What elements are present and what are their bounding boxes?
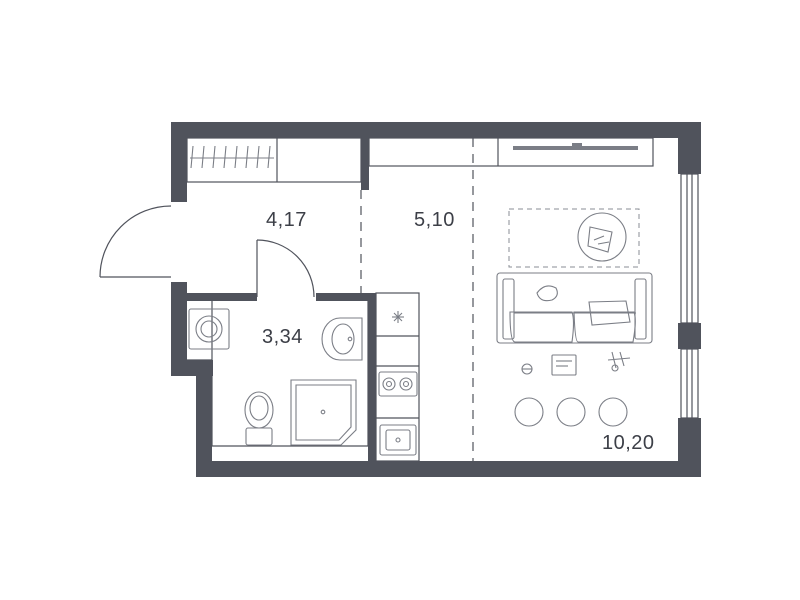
- living-area-label: 10,20: [602, 432, 655, 454]
- table-items: [521, 351, 631, 376]
- kitchen-upper-cabinets: [368, 137, 654, 167]
- washing-machine-icon: [188, 308, 230, 350]
- stools: [514, 397, 628, 427]
- coffee-table-icon: [577, 212, 627, 262]
- bathroom-door: [256, 239, 315, 298]
- toilet-icon: [244, 391, 274, 446]
- kitchen-counter: [375, 292, 420, 462]
- sink-icon: [379, 424, 417, 456]
- kitchen-area-label: 5,10: [414, 209, 455, 231]
- bathroom-area-label: 3,34: [262, 326, 303, 348]
- rug: [508, 208, 640, 268]
- fan-icon: [392, 311, 404, 323]
- stove-icon: [378, 371, 418, 397]
- zone-dividers: [360, 138, 474, 461]
- sofa-icon: [496, 272, 653, 344]
- outer-walls: [171, 122, 701, 477]
- bathroom-sink-icon: [321, 317, 363, 361]
- entrance-door: [99, 205, 172, 278]
- shower-icon: [290, 379, 357, 446]
- wardrobe: [186, 137, 362, 183]
- interior-walls: [185, 138, 376, 461]
- window-upper: [680, 173, 699, 324]
- hallway-area-label: 4,17: [266, 209, 307, 231]
- window-lower: [680, 348, 699, 419]
- tv-icon: [513, 143, 638, 150]
